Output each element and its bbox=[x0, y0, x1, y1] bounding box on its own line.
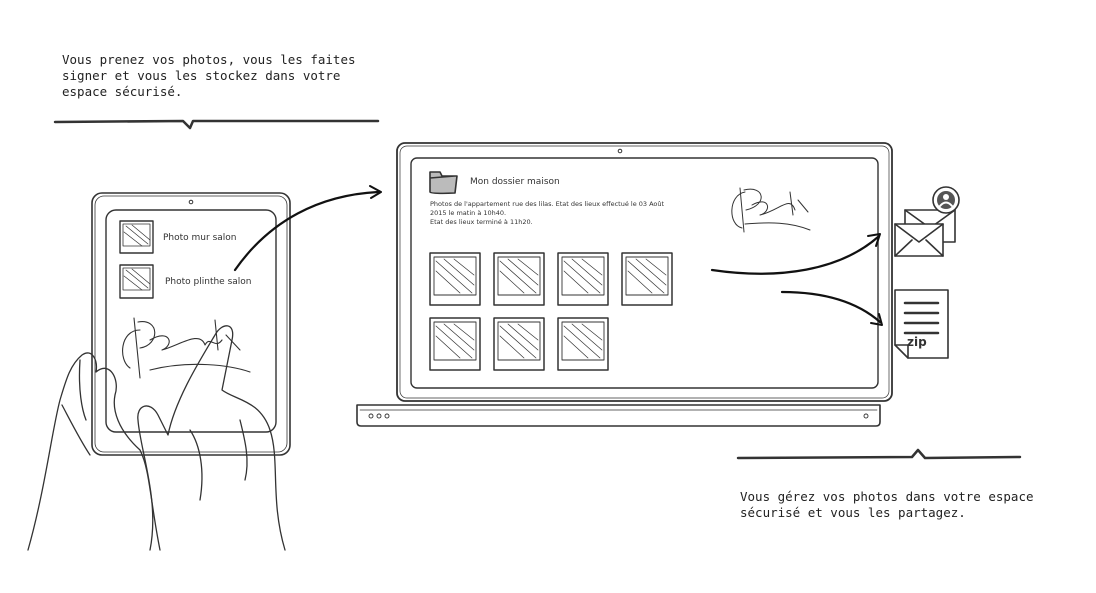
folder-title[interactable]: Mon dossier maison bbox=[470, 177, 560, 187]
photo-thumbnail[interactable] bbox=[429, 317, 481, 371]
description-line: Etat des lieux terminé à 11h20. bbox=[430, 218, 533, 226]
arrow-head bbox=[369, 185, 382, 199]
arrow-tablet-to-laptop bbox=[233, 190, 380, 272]
caption-line: sécurisé et vous les partagez. bbox=[740, 505, 966, 520]
caption-top: Vous prenez vos photos, vous les faites … bbox=[62, 52, 356, 100]
top-divider bbox=[53, 119, 380, 130]
caption-line: Vous prenez vos photos, vous les faites bbox=[62, 52, 356, 67]
photo-thumbnail[interactable] bbox=[557, 317, 609, 371]
photo-grid bbox=[429, 252, 673, 371]
zip-file-icon bbox=[894, 289, 949, 359]
description-line: 2015 le matin à 10h40. bbox=[430, 209, 507, 217]
tablet-item-label[interactable]: Photo plinthe salon bbox=[165, 277, 252, 287]
arrow-to-zip bbox=[780, 290, 882, 324]
description-line: Photos de l'appartement rue des lilas. E… bbox=[430, 200, 665, 208]
photo-thumbnail[interactable] bbox=[621, 252, 673, 306]
arrow-head bbox=[867, 233, 881, 247]
folder-icon bbox=[429, 171, 458, 195]
caption-line: signer et vous les stockez dans votre bbox=[62, 68, 341, 83]
folder-description: Photos de l'appartement rue des lilas. E… bbox=[430, 200, 664, 227]
hands-illustration bbox=[27, 325, 286, 551]
laptop-signature-drawing bbox=[731, 187, 811, 233]
laptop bbox=[356, 142, 893, 427]
photo-thumb-icon bbox=[119, 264, 154, 299]
bottom-divider bbox=[736, 448, 1022, 460]
photo-thumb-icon bbox=[119, 220, 154, 254]
caption-line: Vous gérez vos photos dans votre espace bbox=[740, 489, 1034, 504]
tablet bbox=[91, 192, 291, 456]
photo-thumbnail[interactable] bbox=[557, 252, 609, 306]
tablet-item-label[interactable]: Photo mur salon bbox=[163, 233, 237, 243]
caption-line: espace sécurisé. bbox=[62, 84, 183, 99]
photo-thumbnail[interactable] bbox=[493, 317, 545, 371]
signature-drawing bbox=[122, 317, 251, 379]
mail-icon bbox=[894, 186, 960, 257]
photo-thumbnail[interactable] bbox=[429, 252, 481, 306]
arrow-to-mail bbox=[710, 235, 880, 275]
caption-bottom: Vous gérez vos photos dans votre espace … bbox=[740, 489, 1034, 521]
zip-label: zip bbox=[907, 335, 927, 349]
arrow-head bbox=[870, 313, 883, 326]
photo-thumbnail[interactable] bbox=[493, 252, 545, 306]
